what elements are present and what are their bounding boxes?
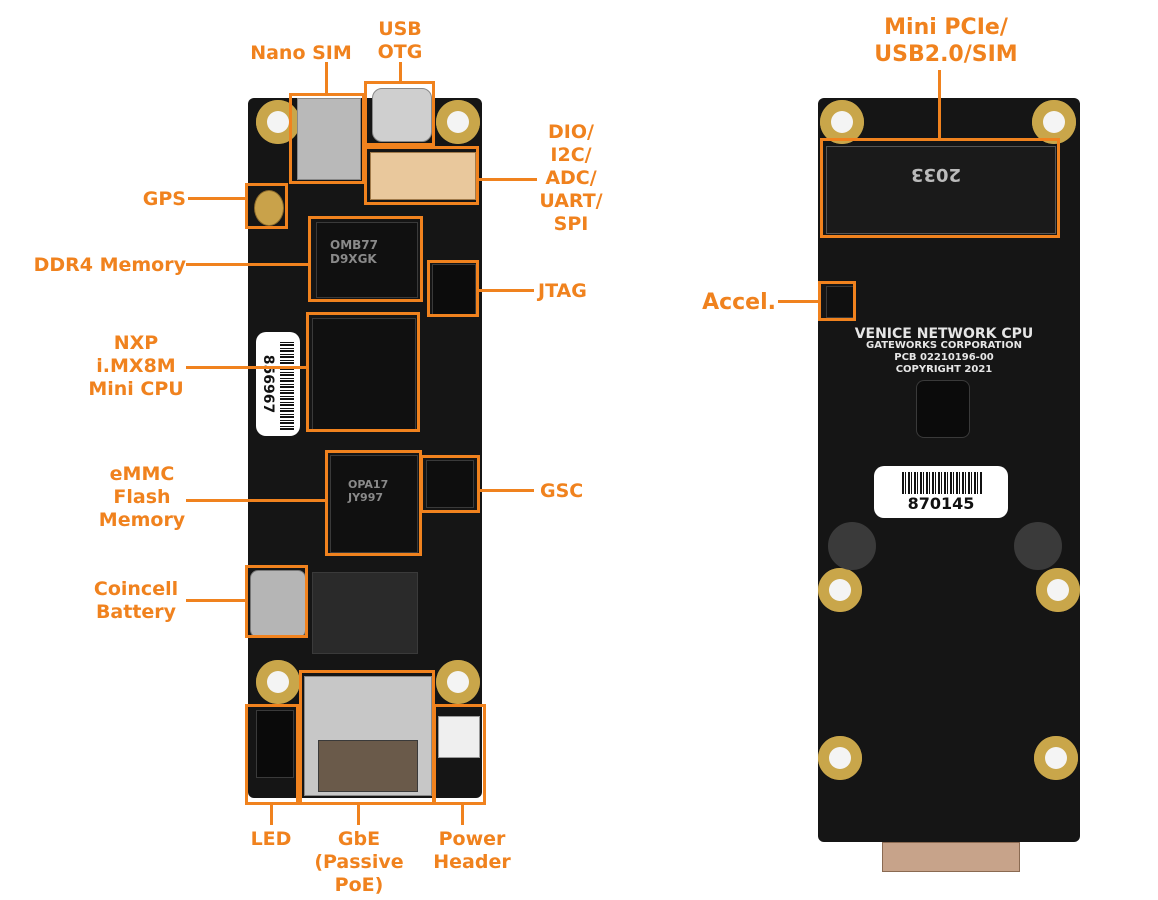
usb-otg-box [364, 81, 435, 146]
nano-sim-box [289, 93, 365, 184]
usb-c-port [372, 88, 432, 142]
mount-hole [436, 660, 480, 704]
mount-hole [256, 100, 300, 144]
emmc-leader [186, 499, 325, 502]
mini-pcie-leader [938, 70, 941, 138]
mount-hole [818, 568, 862, 612]
jtag-box [427, 260, 479, 317]
copyright-silkscreen: COPYRIGHT 2021 [895, 364, 993, 375]
mount-hole [256, 660, 300, 704]
gbe-box [299, 670, 435, 805]
front-barcode-bars [280, 340, 294, 430]
mount-hole [818, 736, 862, 780]
ddr4-box [308, 216, 423, 302]
front-barcode-number: 856967 [260, 354, 276, 414]
mini-pcie-label: Mini PCIe/USB2.0/SIM [874, 15, 1018, 67]
coincell-box [245, 565, 308, 638]
mount-hole [1034, 736, 1078, 780]
poe-transformer [312, 572, 418, 654]
dio-box [364, 146, 479, 205]
pcb-silkscreen: PCB 02210196-00 [894, 352, 994, 363]
nano-sim-slot [297, 98, 361, 180]
gbe-leader [357, 805, 360, 825]
gsc-label: GSC [540, 480, 584, 502]
mount-hole [1032, 100, 1076, 144]
mount-hole [436, 100, 480, 144]
nxp-box [306, 312, 420, 432]
led-box [245, 704, 299, 805]
jtag-label: JTAG [538, 280, 587, 302]
ddr4-leader [186, 263, 308, 266]
led-lightpipe [256, 710, 294, 778]
test-connector [916, 380, 970, 438]
gps-connector [254, 190, 284, 226]
power-header-box [433, 704, 486, 805]
dio-label: DIO/I2C/ADC/UART/SPI [539, 121, 603, 235]
accel-box [818, 281, 856, 321]
emmc-box [325, 450, 422, 556]
gsc-box [420, 455, 480, 513]
emmc-chip [330, 455, 418, 553]
usb-otg-leader [399, 62, 402, 81]
led-label: LED [250, 828, 292, 850]
dio-connector [370, 152, 476, 200]
led-leader [270, 805, 273, 825]
back-barcode-number: 870145 [907, 494, 975, 513]
ddr4-chip [316, 222, 418, 298]
accel-leader [778, 300, 818, 303]
accel-label: Accel. [702, 290, 776, 315]
gateworks-silkscreen: GATEWORKS CORPORATION [866, 340, 1022, 351]
mount-hole [1036, 568, 1080, 612]
mini-pcie-slot [826, 146, 1056, 234]
back-rj45-tab [882, 842, 1020, 872]
nxp-leader [186, 366, 306, 369]
dio-leader [479, 178, 537, 181]
nano-sim-label: Nano SIM [250, 42, 352, 64]
back-barcode-bars [902, 472, 982, 494]
gsc-chip [426, 460, 474, 508]
nano-sim-leader [325, 62, 328, 93]
jtag-leader [479, 289, 534, 292]
venice-silkscreen: VENICE NETWORK CPU [854, 326, 1034, 342]
ddr4-label: DDR4 Memory [33, 254, 186, 276]
gps-leader [188, 197, 245, 200]
mount-hole [820, 100, 864, 144]
gps-label: GPS [142, 188, 186, 210]
mini-pcie-box [820, 138, 1060, 238]
standoff [1014, 522, 1062, 570]
rj45-opening [318, 740, 418, 792]
power-header-connector [438, 716, 480, 758]
gps-box [245, 183, 288, 229]
coincell-leader [186, 599, 245, 602]
gsc-leader [480, 489, 534, 492]
standoff [828, 522, 876, 570]
power-header-leader [461, 805, 464, 825]
